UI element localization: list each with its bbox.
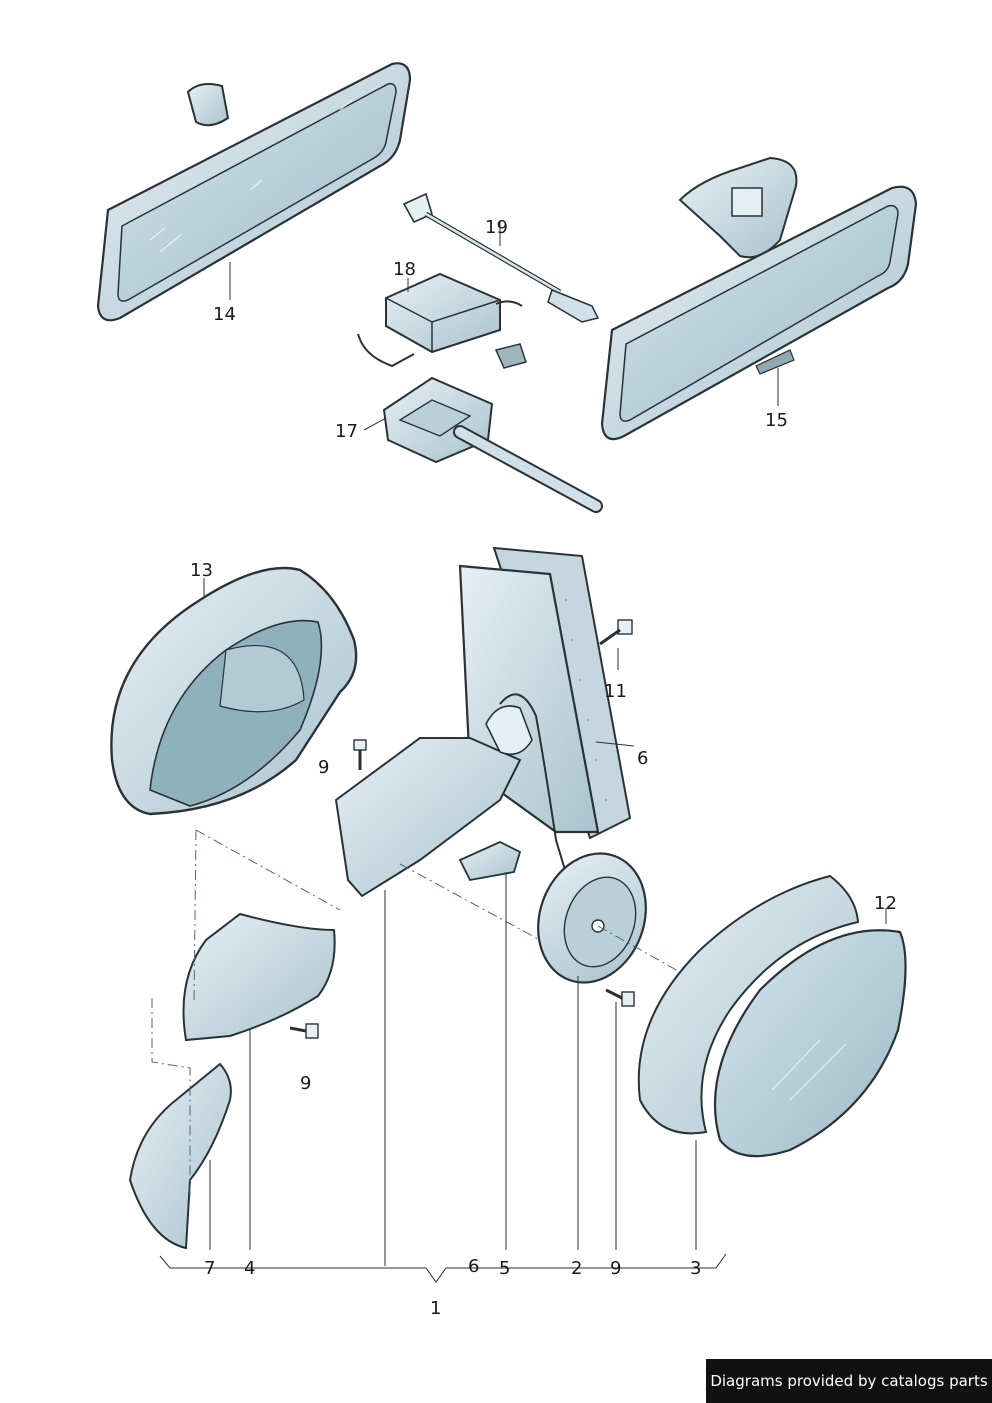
screw-9-left xyxy=(289,1023,319,1039)
callout-5: 5 xyxy=(499,1258,511,1279)
callout-14: 14 xyxy=(213,304,236,325)
mirror-glass-12 xyxy=(713,929,907,1158)
screw-9-right xyxy=(605,988,635,1007)
callout-17: 17 xyxy=(335,421,358,442)
screw-11 xyxy=(599,619,633,646)
callout-3: 3 xyxy=(690,1258,702,1279)
callout-9-top: 9 xyxy=(318,757,330,778)
cover-17 xyxy=(382,376,603,513)
mirror-base xyxy=(334,693,569,898)
callout-18: 18 xyxy=(393,259,416,280)
callout-12: 12 xyxy=(874,893,897,914)
callout-9-right: 9 xyxy=(610,1258,622,1279)
callout-6-bottom: 6 xyxy=(468,1256,480,1277)
interior-mirror-15 xyxy=(600,156,918,441)
footer-credit: Diagrams provided by catalogs parts xyxy=(706,1359,992,1403)
callout-15: 15 xyxy=(765,410,788,431)
clip-5 xyxy=(458,841,522,882)
mirror-frame-3 xyxy=(637,874,860,1135)
callout-9-left: 9 xyxy=(300,1073,312,1094)
callout-19: 19 xyxy=(485,217,508,238)
callout-13: 13 xyxy=(190,560,213,581)
trim-7 xyxy=(128,1062,232,1250)
assembly-bracket xyxy=(159,1253,727,1283)
callout-1: 1 xyxy=(430,1298,442,1319)
lower-cover-4 xyxy=(182,912,336,1042)
callout-11: 11 xyxy=(604,681,627,702)
callout-6-top: 6 xyxy=(637,748,649,769)
guide-lines xyxy=(151,829,681,1196)
wiring-harness-19 xyxy=(402,192,600,323)
screw-9-top xyxy=(353,739,367,770)
callout-7: 7 xyxy=(204,1258,216,1279)
interior-mirror-14 xyxy=(96,62,412,322)
leader-lines xyxy=(203,222,887,1266)
adjuster-2 xyxy=(537,852,647,984)
control-unit-18 xyxy=(357,272,527,369)
callout-2: 2 xyxy=(571,1258,583,1279)
mirror-housing-13 xyxy=(110,566,358,816)
callout-4: 4 xyxy=(244,1258,256,1279)
